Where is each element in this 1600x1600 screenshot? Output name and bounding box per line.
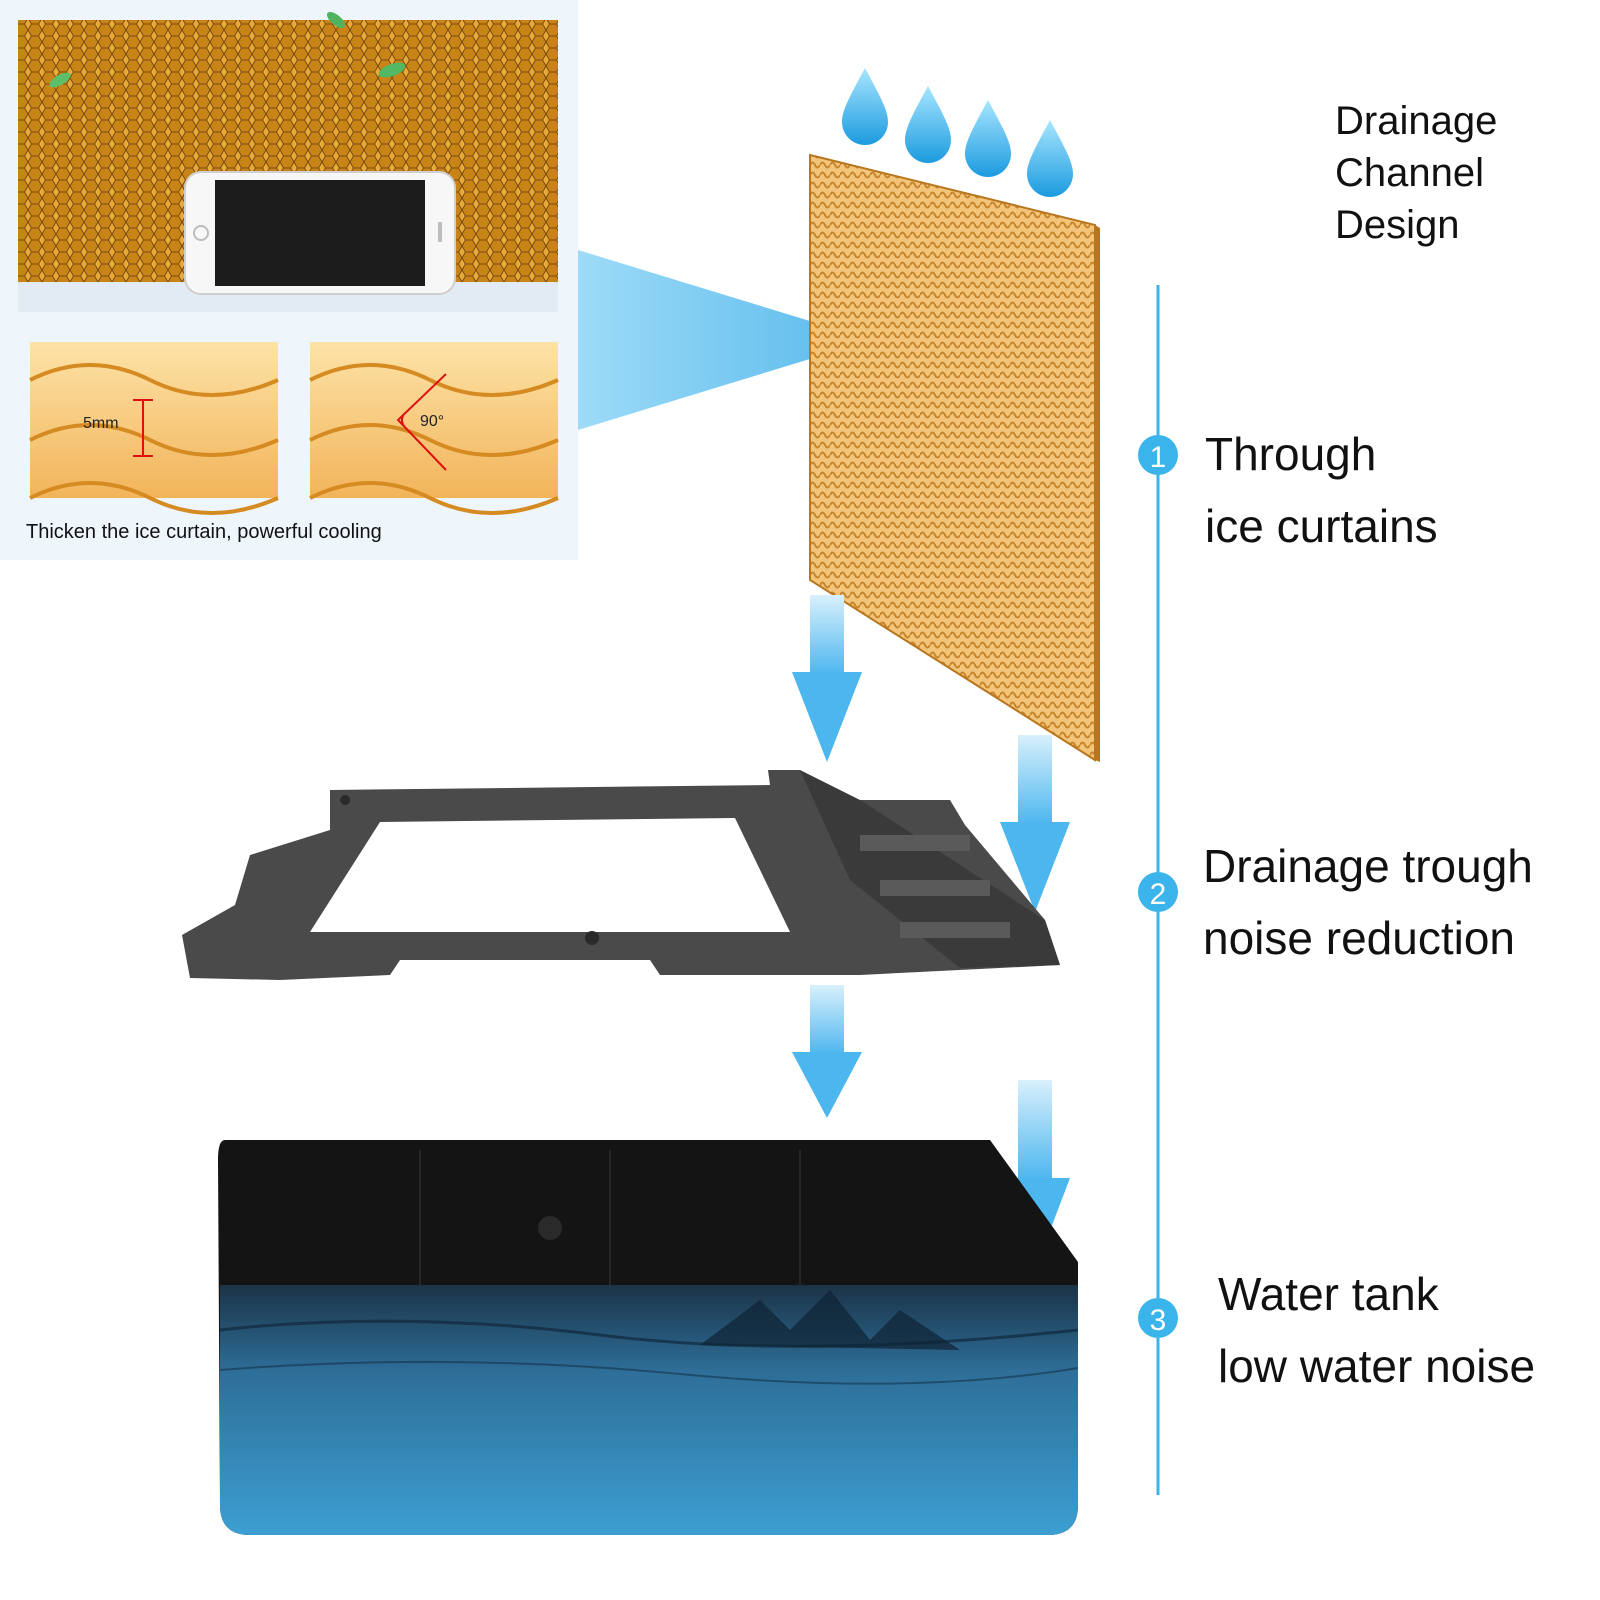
leaf-icon bbox=[378, 62, 406, 78]
water-tank bbox=[218, 1140, 1079, 1535]
flow-arrow bbox=[1000, 735, 1070, 912]
closeup-angle: 90° bbox=[309, 342, 559, 515]
water-drop-icon bbox=[1027, 120, 1073, 197]
diagram-title: Drainage Channel Design bbox=[1335, 95, 1497, 251]
drainage-trough bbox=[182, 770, 1060, 980]
water-drop-icon bbox=[842, 68, 888, 145]
step-number-2: 2 bbox=[1150, 878, 1167, 911]
step-label-line: ice curtains bbox=[1205, 500, 1438, 552]
closeup-height: 5mm bbox=[29, 342, 279, 515]
step-label-2: Drainage trough noise reduction bbox=[1203, 830, 1533, 974]
step-label-line: noise reduction bbox=[1203, 912, 1515, 964]
step-badge-2: 2 bbox=[1138, 872, 1178, 912]
step-label-line: Drainage trough bbox=[1203, 840, 1533, 892]
water-drop-icon bbox=[905, 86, 951, 163]
step-label-1: Through ice curtains bbox=[1205, 418, 1438, 562]
step-label-line: Through bbox=[1205, 428, 1377, 480]
title-line: Design bbox=[1335, 203, 1460, 247]
step-badge-1: 1 bbox=[1138, 435, 1178, 475]
step-number-3: 3 bbox=[1150, 1304, 1167, 1337]
cooling-pad bbox=[809, 153, 1100, 762]
title-line: Channel bbox=[1335, 151, 1485, 195]
step-label-line: low water noise bbox=[1218, 1340, 1536, 1392]
inset-caption: Thicken the ice curtain, powerful coolin… bbox=[26, 521, 382, 543]
step-label-line: Water tank bbox=[1218, 1268, 1439, 1320]
step-badge-3: 3 bbox=[1138, 1298, 1178, 1338]
leaf-icon bbox=[326, 11, 346, 29]
flow-arrow bbox=[792, 595, 862, 762]
zoom-beam bbox=[578, 250, 872, 430]
dim-height-label: 5mm bbox=[83, 415, 119, 432]
title-line: Drainage bbox=[1335, 99, 1498, 143]
smartphone-icon bbox=[184, 171, 456, 295]
step-number-1: 1 bbox=[1150, 441, 1167, 474]
leaf-icon bbox=[49, 72, 71, 88]
water-drops bbox=[842, 68, 1073, 197]
dim-angle-label: 90° bbox=[420, 413, 444, 430]
step-label-3: Water tank low water noise bbox=[1218, 1258, 1535, 1402]
water-drop-icon bbox=[965, 100, 1011, 177]
inset-panel: 5mm 90° Thicken the ice curtain, powerfu… bbox=[0, 0, 578, 560]
flow-arrow bbox=[792, 985, 862, 1118]
